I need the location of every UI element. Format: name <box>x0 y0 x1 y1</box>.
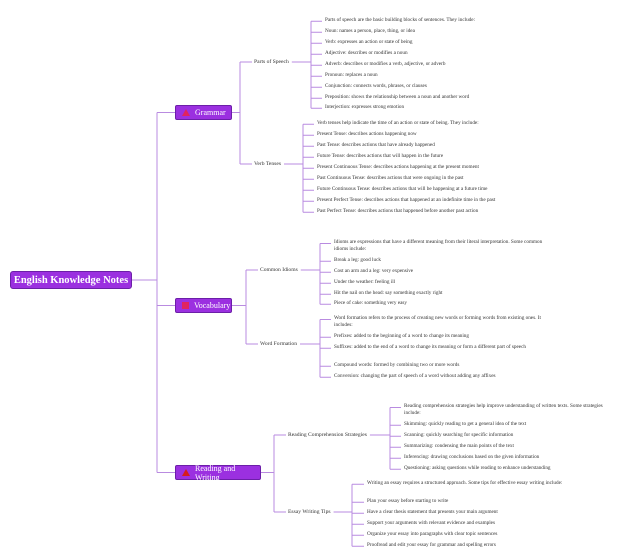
list-item: Verb: expresses an action or state of be… <box>325 39 413 45</box>
list-item: Writing an essay requires a structured a… <box>367 480 563 486</box>
sub-verb-tenses[interactable]: Verb Tenses <box>254 161 282 167</box>
list-item: Conjunction: connects words, phrases, or… <box>325 83 427 89</box>
list-item: Piece of cake: something very easy <box>334 300 408 306</box>
list-item: Compound words: formed by combining two … <box>334 362 460 368</box>
list-item: Conversion: changing the part of speech … <box>334 373 496 379</box>
section-grammar[interactable]: Grammar <box>175 105 232 120</box>
list-item: Interjection: expresses strong emotion <box>325 104 405 110</box>
list-item: Prefixes: added to the beginning of a wo… <box>334 333 469 339</box>
list-item: Summarizing: condensing the main points … <box>404 443 514 449</box>
list-item: Adverb: describes or modifies a verb, ad… <box>325 61 446 67</box>
sub-common-idioms[interactable]: Common Idioms <box>260 267 298 273</box>
list-item: Hit the nail on the head: say something … <box>334 290 443 296</box>
red-square-icon <box>182 302 189 309</box>
section-reading-and-writing[interactable]: Reading and Writing <box>175 463 261 482</box>
list-item: Verb tenses help indicate the time of an… <box>317 120 479 126</box>
list-item: Past Perfect Tense: describes actions th… <box>317 208 479 214</box>
list-item: Break a leg: good luck <box>334 257 381 263</box>
section-vocabulary[interactable]: Vocabulary <box>175 298 232 313</box>
list-item: Adjective: describes or modifies a noun <box>325 50 408 56</box>
list-item: Pronoun: replaces a noun <box>325 72 378 78</box>
list-item: Proofread and edit your essay for gramma… <box>367 542 496 548</box>
red-triangle-icon <box>182 469 190 476</box>
list-item: Plan your essay before starting to write <box>367 498 449 504</box>
sub-word-formation[interactable]: Word Formation <box>260 341 297 347</box>
list-item: Cost an arm and a leg: very expensive <box>334 268 414 274</box>
section-label: Grammar <box>195 108 226 117</box>
list-item: Preposition: shows the relationship betw… <box>325 94 470 100</box>
list-item: Inferencing: drawing conclusions based o… <box>404 454 540 460</box>
list-item: Future Continuous Tense: describes actio… <box>317 186 488 192</box>
list-item: Under the weather: feeling ill <box>334 279 396 285</box>
list-item: Present Tense: describes actions happeni… <box>317 131 417 137</box>
list-item: Have a clear thesis statement that prese… <box>367 509 498 515</box>
list-item: Present Continuous Tense: describes acti… <box>317 164 479 170</box>
list-item: Past Tense: describes actions that have … <box>317 142 435 148</box>
section-label: Reading and Writing <box>195 463 236 482</box>
pink-triangle-icon <box>182 109 190 116</box>
sub-essay-writing-tips[interactable]: Essay Writing Tips <box>288 509 331 515</box>
list-item: Organize your essay into paragraphs with… <box>367 531 498 537</box>
list-item: Parts of speech are the basic building b… <box>325 17 476 23</box>
list-item: Word formation refers to the process of … <box>334 315 541 328</box>
list-item: Present Perfect Tense: describes actions… <box>317 197 496 203</box>
list-item: Reading comprehension strategies help im… <box>404 403 603 416</box>
list-item: Past Continuous Tense: describes actions… <box>317 175 464 181</box>
sub-parts-of-speech[interactable]: Parts of Speech <box>254 59 289 65</box>
list-item: Suffixes: added to the end of a word to … <box>334 344 526 350</box>
list-item: Support your arguments with relevant evi… <box>367 520 495 526</box>
sub-reading-comprehension[interactable]: Reading Comprehension Strategies <box>288 432 367 438</box>
list-item: Future Tense: describes actions that wil… <box>317 153 444 159</box>
list-item: Idioms are expressions that have a diffe… <box>334 239 543 252</box>
list-item: Noun: names a person, place, thing, or i… <box>325 28 415 34</box>
list-item: Questioning: asking questions while read… <box>404 465 551 471</box>
root-node[interactable]: English Knowledge Notes <box>10 271 132 289</box>
section-label: Vocabulary <box>194 301 231 310</box>
list-item: Scanning: quickly searching for specific… <box>404 432 514 438</box>
list-item: Skimming: quickly reading to get a gener… <box>404 421 527 427</box>
